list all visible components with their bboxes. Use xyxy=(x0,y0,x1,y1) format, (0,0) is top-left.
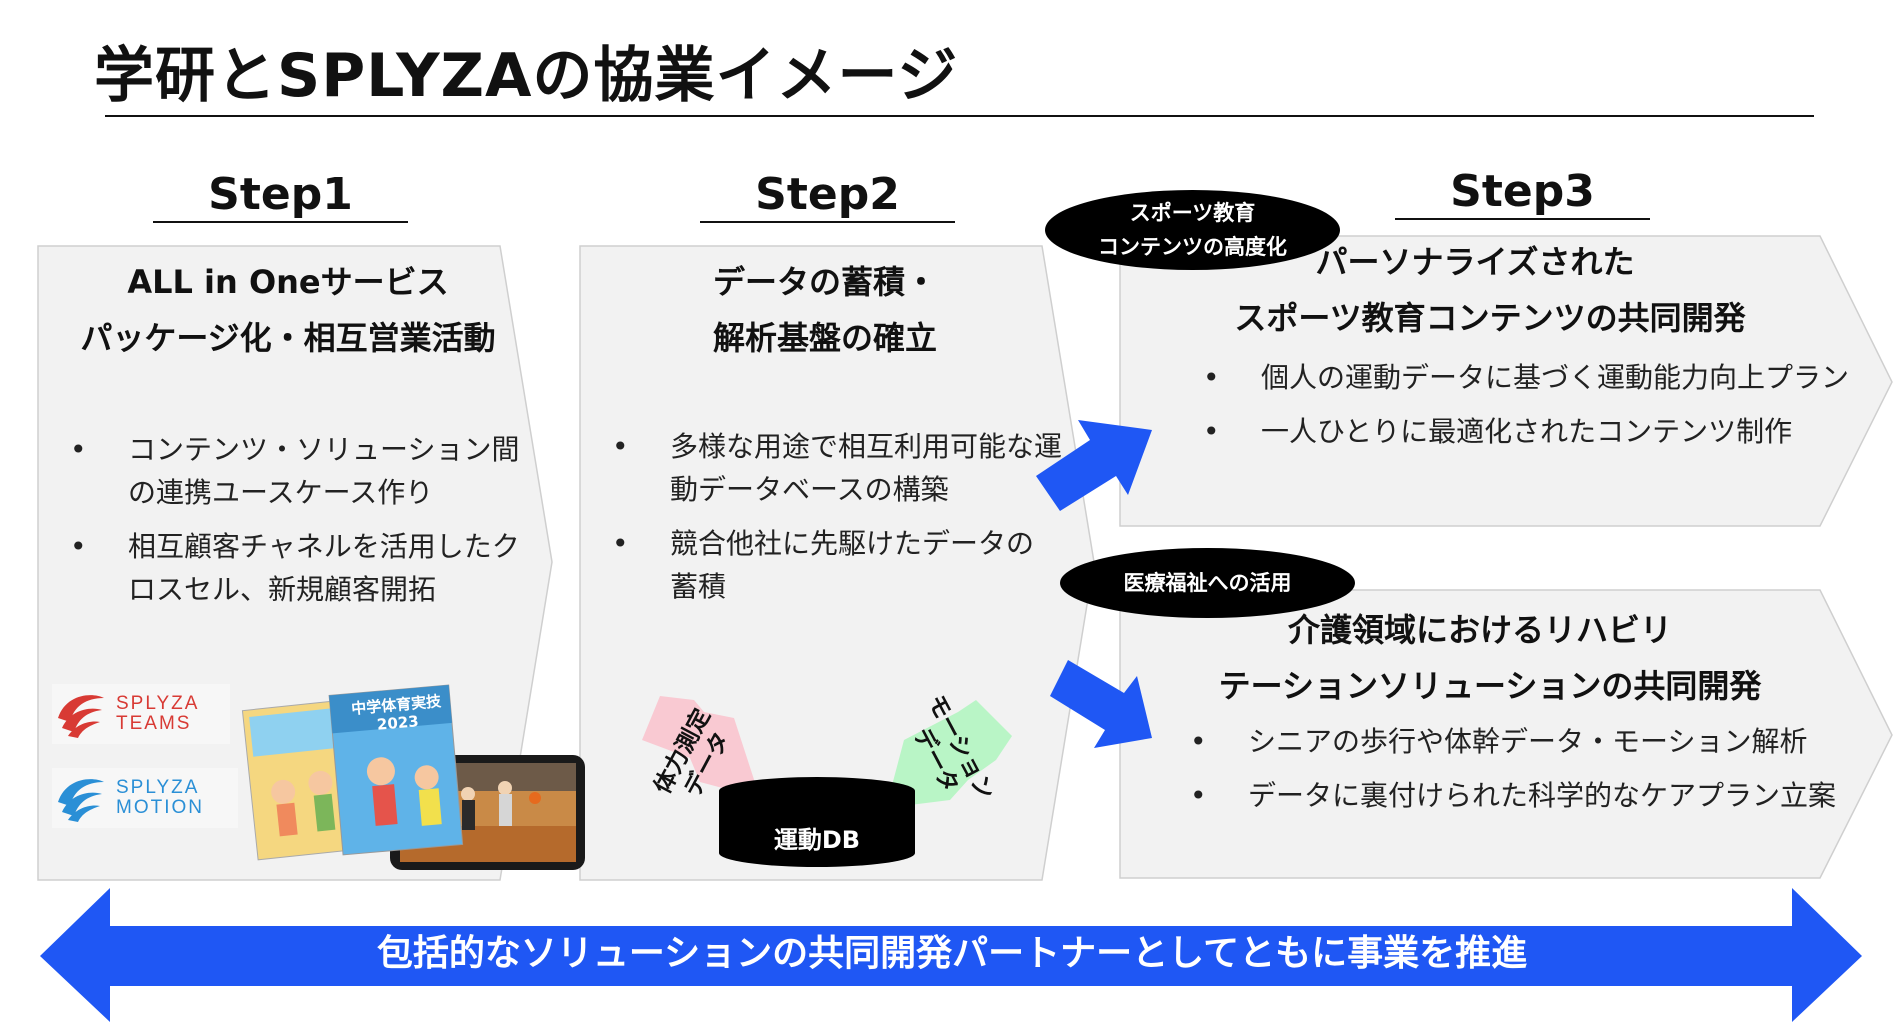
motion-swoosh-icon xyxy=(58,779,104,822)
splyza-teams-logo: SPLYZA TEAMS xyxy=(52,684,230,744)
list-item: 相互顧客チャネルを活用したク ロスセル、新規顧客開拓 xyxy=(70,525,530,611)
step3-lower-title-line2: テーションソリューションの共同開発 xyxy=(1218,667,1762,705)
motion-logo-line2: MOTION xyxy=(116,797,204,818)
bottom-banner-text: 包括的なソリューションの共同開発パートナーとしてともに事業を推進 xyxy=(376,933,1528,974)
step2-bullet-list: 多様な用途で相互利用可能な運 動データベースの構築 競合他社に先駆けたデータの … xyxy=(612,425,1082,619)
step3-upper-title-line1: パーソナライズされた xyxy=(1315,243,1635,281)
step3-label: Step3 xyxy=(1450,166,1595,217)
step3-lower-title: 介護領域におけるリハビリ テーションソリューションの共同開発 xyxy=(1120,602,1860,714)
step3-lower-title-line1: 介護領域におけるリハビリ xyxy=(1287,611,1672,649)
teams-swoosh-icon xyxy=(58,695,104,738)
list-item: 多様な用途で相互利用可能な運 動データベースの構築 xyxy=(612,425,1082,511)
step3-upper-title-line2: スポーツ教育コンテンツの共同開発 xyxy=(1234,299,1746,337)
list-item: コンテンツ・ソリューション間 の連携ユースケース作り xyxy=(70,428,530,514)
database-icon xyxy=(719,839,915,867)
step3-upper-title: パーソナライズされた スポーツ教育コンテンツの共同開発 xyxy=(1120,234,1860,346)
teams-logo-line2: TEAMS xyxy=(116,713,192,734)
step1-title-line2: パッケージ化・相互営業活動 xyxy=(80,319,496,357)
list-item: 競合他社に先駆けたデータの 蓄積 xyxy=(612,522,1082,608)
green-arrow-icon xyxy=(886,700,1012,808)
page-title: 学研とSPLYZAの協業イメージ xyxy=(94,41,959,111)
step1-label: Step1 xyxy=(208,169,353,220)
database-label: 運動DB xyxy=(773,826,861,854)
step2-title-line2: 解析基盤の確立 xyxy=(712,319,937,357)
list-item: 個人の運動データに基づく運動能力向上プラン xyxy=(1203,356,1863,399)
step2-label: Step2 xyxy=(755,169,900,220)
step1-underline xyxy=(153,221,408,223)
step3-underline xyxy=(1395,218,1650,220)
step3-lower-bullets: シニアの歩行や体幹データ・モーション解析 データに裏付けられた科学的なケアプラン… xyxy=(1190,720,1870,828)
step1-title: ALL in Oneサービス パッケージ化・相互営業活動 xyxy=(38,254,538,366)
list-item: 一人ひとりに最適化されたコンテンツ制作 xyxy=(1203,410,1863,453)
step2-title: データの蓄積・ 解析基盤の確立 xyxy=(580,254,1070,366)
step2-title-line1: データの蓄積・ xyxy=(712,263,937,301)
step3-upper-bullets: 個人の運動データに基づく運動能力向上プラン 一人ひとりに最適化されたコンテンツ制… xyxy=(1203,356,1863,464)
list-item: シニアの歩行や体幹データ・モーション解析 xyxy=(1190,720,1870,763)
teams-logo-line1: SPLYZA xyxy=(116,693,200,714)
title-divider xyxy=(105,115,1814,117)
upper-badge: スポーツ教育 コンテンツの高度化 xyxy=(1045,190,1340,270)
step2-underline xyxy=(700,221,955,223)
splyza-motion-logo: SPLYZA MOTION xyxy=(52,768,238,828)
step1-bullet-list: コンテンツ・ソリューション間 の連携ユースケース作り 相互顧客チャネルを活用した… xyxy=(70,428,530,622)
lower-badge: 医療福祉への活用 xyxy=(1060,548,1355,618)
motion-logo-line1: SPLYZA xyxy=(116,777,200,798)
pink-arrow-icon xyxy=(642,696,760,798)
step1-title-line1: ALL in Oneサービス xyxy=(127,263,449,301)
arrow-to-lower-icon xyxy=(1050,660,1152,748)
list-item: データに裏付けられた科学的なケアプラン立案 xyxy=(1190,774,1870,817)
bottom-double-arrow xyxy=(40,888,1862,1022)
